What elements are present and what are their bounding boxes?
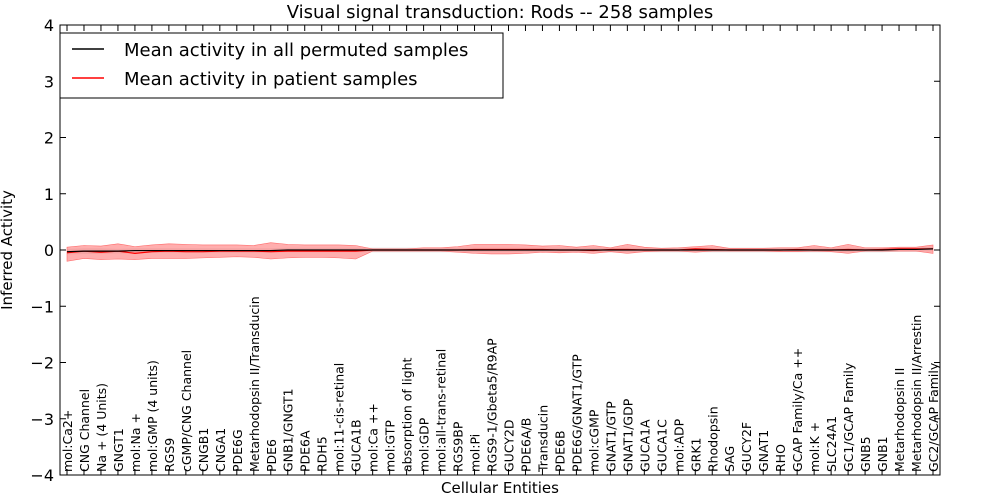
chart-title: Visual signal transduction: Rods -- 258 … xyxy=(287,2,714,23)
x-tick-label: mol:all-trans-retinal xyxy=(434,349,449,472)
x-tick-label: PDE6A/B xyxy=(518,418,533,472)
x-tick-label: RGS9BP xyxy=(451,421,466,472)
y-axis: 4 3 2 1 0 −1 −2 −3 −4 xyxy=(30,16,940,485)
x-tick-label: SAG xyxy=(722,446,737,472)
x-tick-label: absorption of light xyxy=(400,357,415,472)
x-tick-label: GC2/GCAP Family xyxy=(926,362,941,472)
y-tick-label: 0 xyxy=(44,241,54,260)
x-tick-label: Metarhodopsin II xyxy=(892,368,907,472)
x-tick-label: GNAT1 xyxy=(756,430,771,472)
x-tick-label: GNGT1 xyxy=(111,428,126,472)
x-tick-label: Na + (4 Units) xyxy=(94,383,109,472)
x-tick-label: SLC24A1 xyxy=(824,416,839,472)
x-tick-label: RHO xyxy=(773,444,788,472)
x-tick-label: GUCA1C xyxy=(654,419,669,472)
x-tick-label: RGS9-1/Gbeta5/R9AP xyxy=(485,338,500,472)
x-tick-label: CNG Channel xyxy=(77,389,92,472)
plot-area xyxy=(66,242,934,262)
x-tick-label: Metarhodopsin II/Transducin xyxy=(247,296,262,472)
x-tick-label: GCAP Family/Ca ++ xyxy=(790,348,805,472)
x-tick-label: mol:Ca ++ xyxy=(366,403,381,472)
x-tick-label: RDH5 xyxy=(315,436,330,472)
x-tick-label: PDE6G/GNAT1/GTP xyxy=(569,354,584,472)
x-tick-label: Transducin xyxy=(535,405,550,473)
x-tick-label: mol:Na + xyxy=(128,413,143,472)
x-tick-label: PDE6G xyxy=(230,429,245,472)
y-tick-label: −1 xyxy=(30,297,54,316)
x-tick-label: GUCA1A xyxy=(637,419,652,472)
x-tick-label: mol:ADP xyxy=(671,418,686,472)
x-tick-label: GNAT1/GDP xyxy=(620,398,635,472)
legend-label-permuted: Mean activity in all permuted samples xyxy=(124,40,468,61)
x-tick-label: GC1/GCAP Family xyxy=(841,362,856,472)
x-tick-label: PDE6B xyxy=(552,430,567,472)
x-tick-label: mol:Ca2+ xyxy=(60,410,75,472)
x-tick-label: GRK1 xyxy=(688,437,703,472)
x-tick-label: Metarhodopsin II/Arrestin xyxy=(909,315,924,472)
x-tick-label: mol:GDP xyxy=(417,417,432,472)
x-tick-label: mol:GTP xyxy=(383,420,398,472)
x-tick-label: mol:cGMP xyxy=(586,409,601,472)
x-tick-label: PDE6A xyxy=(298,430,313,472)
x-tick-label: GNB1/GNGT1 xyxy=(281,388,296,472)
y-tick-label: −4 xyxy=(30,466,54,485)
x-tick-label: GUCY2D xyxy=(501,419,516,472)
x-tick-label: cGMP/CNG Channel xyxy=(179,350,194,472)
x-tick-label: GNB5 xyxy=(858,436,873,472)
x-tick-label: mol:11-cis-retinal xyxy=(332,363,347,472)
y-tick-label: −3 xyxy=(30,410,54,429)
x-tick-label: RGS9 xyxy=(162,438,177,472)
y-tick-label: 3 xyxy=(44,72,54,91)
x-tick-label: GUCY2F xyxy=(739,422,754,472)
x-tick-label: GNAT1/GTP xyxy=(603,401,618,472)
x-tick-label: CNGB1 xyxy=(196,428,211,472)
x-tick-label: GUCA1B xyxy=(349,419,364,472)
x-tick-label: PDE6 xyxy=(264,439,279,472)
x-tick-label: mol:Pi xyxy=(468,434,483,472)
y-tick-label: 1 xyxy=(44,185,54,204)
x-tick-label: mol:GMP (4 units) xyxy=(145,360,160,472)
x-axis-label: Cellular Entities xyxy=(441,479,559,497)
series-line-0 xyxy=(66,248,934,253)
y-tick-label: 4 xyxy=(44,16,54,35)
y-axis-label: Inferred Activity xyxy=(0,190,16,310)
legend-label-patient: Mean activity in patient samples xyxy=(124,69,418,90)
y-tick-label: 2 xyxy=(44,129,54,148)
legend-box xyxy=(59,32,504,99)
x-tick-label: mol:K + xyxy=(807,422,822,472)
y-tick-label: −2 xyxy=(30,354,54,373)
x-tick-label: GNB1 xyxy=(875,436,890,472)
x-tick-label: CNGA1 xyxy=(213,428,228,472)
legend: Mean activity in all permuted samples Me… xyxy=(59,32,504,99)
x-tick-label: Rhodopsin xyxy=(705,406,720,472)
series-band-1 xyxy=(66,242,934,262)
